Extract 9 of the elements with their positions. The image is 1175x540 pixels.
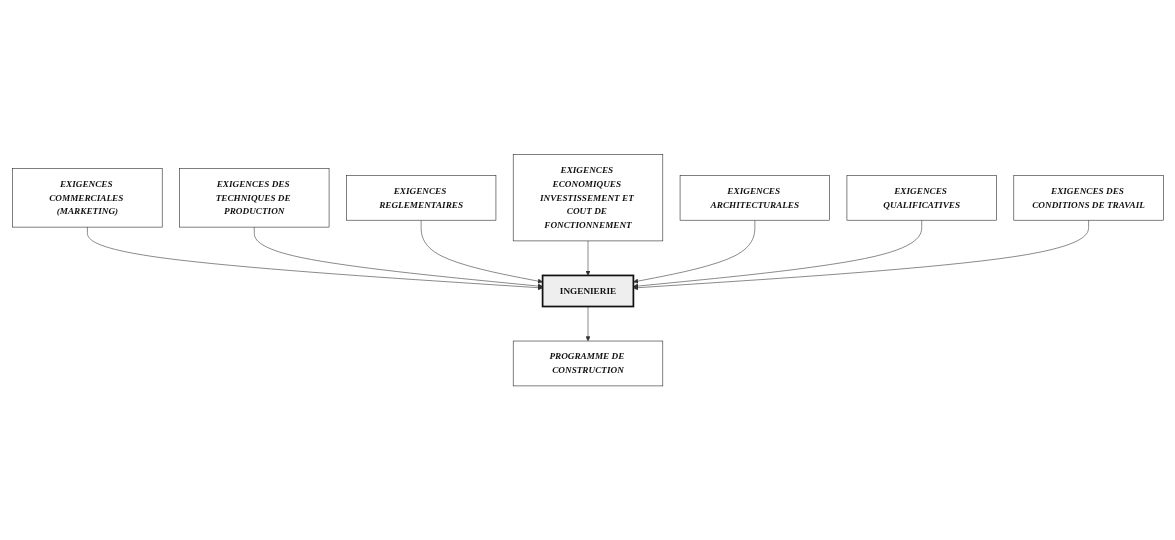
node-box: EXIGENCES DES CONDITIONS DE TRAVAIL — [1013, 174, 1164, 221]
node-box: EXIGENCES COMMERCIALES (MARKETING) — [11, 167, 162, 228]
node-box: EXIGENCES ECONOMIQUES INVESTISSEMENT ET COUT DE FONCTIONNEMENT — [512, 154, 663, 241]
node-box: INGENIERIE — [541, 274, 634, 308]
node-box: EXIGENCES QUALIFICATIVES — [846, 174, 997, 221]
node-box: EXIGENCES DES TECHNIQUES DE PRODUCTION — [178, 167, 329, 228]
node-box: EXIGENCES REGLEMENTAIRES — [345, 174, 496, 221]
node-box: PROGRAMME DE CONSTRUCTION — [512, 340, 663, 386]
node-box: EXIGENCES ARCHITECTURALES — [679, 174, 830, 221]
